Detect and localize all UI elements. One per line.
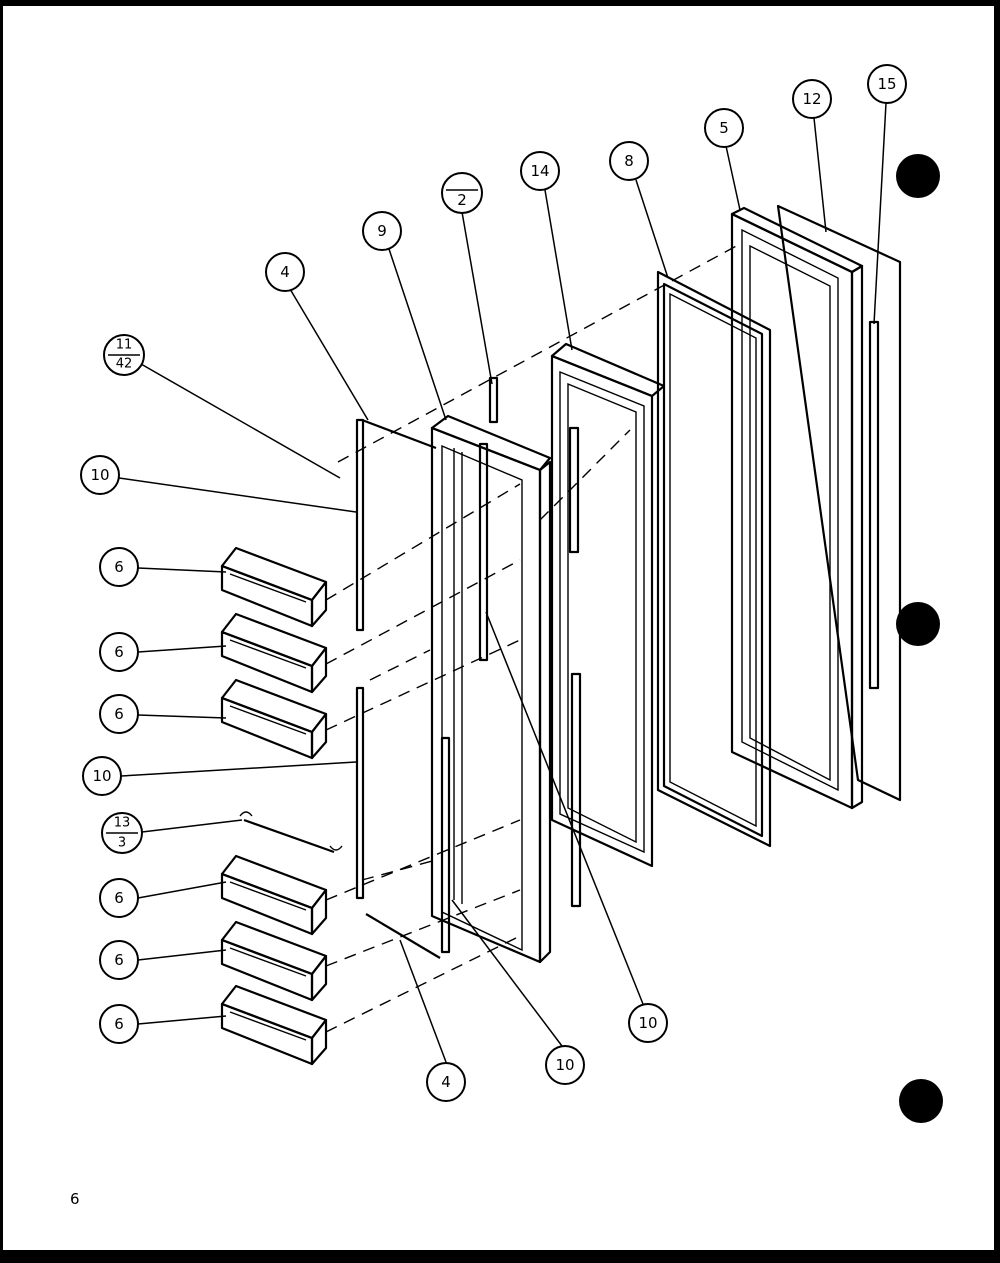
svg-text:6: 6 <box>114 889 124 907</box>
svg-text:15: 15 <box>877 75 896 93</box>
binder-hole-bottom <box>899 1079 943 1123</box>
svg-text:6: 6 <box>114 558 124 576</box>
leader-lines <box>118 102 887 1063</box>
assembly-lines <box>325 243 741 1033</box>
callout-11-42-bottom: 42 <box>116 357 133 372</box>
part-4-bar-top <box>361 418 437 450</box>
callout-10-a: 10 <box>80 455 120 495</box>
callout-10-d: 10 <box>628 1003 668 1043</box>
part-10-rail-upper <box>355 418 365 632</box>
callout-4-top: 4 <box>265 252 305 292</box>
part-9-door-liner <box>430 376 552 964</box>
svg-text:13: 13 <box>114 816 131 831</box>
callout-9: 9 <box>362 211 402 251</box>
callout-6-c: 6 <box>99 694 139 734</box>
svg-text:8: 8 <box>624 152 634 170</box>
svg-text:10: 10 <box>92 767 111 785</box>
svg-text:5: 5 <box>719 119 729 137</box>
callout-11-42: 11 42 <box>103 334 145 376</box>
shelf-bin-2 <box>220 612 328 694</box>
part-14-liner <box>550 342 666 908</box>
part-10-rail-lower <box>355 686 365 900</box>
binder-hole-middle <box>896 602 940 646</box>
callout-11-42-top: 11 <box>116 338 133 353</box>
part-15-strip <box>868 320 880 690</box>
svg-text:6: 6 <box>114 643 124 661</box>
svg-text:10: 10 <box>90 466 109 484</box>
svg-text:4: 4 <box>280 263 290 281</box>
shelf-bin-5 <box>220 920 328 1002</box>
part-12-panel <box>776 204 902 802</box>
callout-10-b: 10 <box>82 756 122 796</box>
callout-5: 5 <box>704 108 744 148</box>
svg-text:10: 10 <box>555 1056 574 1074</box>
callout-6-f: 6 <box>99 1004 139 1044</box>
part-5-door-panel <box>730 206 864 810</box>
shelf-bin-1 <box>220 546 328 628</box>
callout-6-b: 6 <box>99 632 139 672</box>
svg-text:14: 14 <box>530 162 549 180</box>
callout-14: 14 <box>520 151 560 191</box>
svg-text:6: 6 <box>114 1015 124 1033</box>
shelf-bin-6 <box>220 984 328 1066</box>
callout-13-3: 13 3 <box>101 812 143 854</box>
shelf-bin-3 <box>220 678 328 760</box>
callout-6-d: 6 <box>99 878 139 918</box>
callout-12: 12 <box>792 79 832 119</box>
svg-text:6: 6 <box>114 705 124 723</box>
svg-text:2: 2 <box>457 191 467 209</box>
callout-2: 2 <box>441 172 483 214</box>
svg-text:12: 12 <box>802 90 821 108</box>
callout-8: 8 <box>609 141 649 181</box>
part-8-gasket <box>656 270 772 848</box>
binder-hole-top <box>896 154 940 198</box>
svg-text:10: 10 <box>638 1014 657 1032</box>
svg-text:3: 3 <box>118 836 126 851</box>
svg-text:6: 6 <box>114 951 124 969</box>
callout-10-c: 10 <box>545 1045 585 1085</box>
svg-text:9: 9 <box>377 222 387 240</box>
part-13-bracket <box>239 811 343 854</box>
callout-15: 15 <box>867 64 907 104</box>
svg-text:4: 4 <box>441 1073 451 1091</box>
callout-6-e: 6 <box>99 940 139 980</box>
page-number: 6 <box>70 1190 80 1208</box>
shelf-bin-4 <box>220 854 328 936</box>
callout-6-a: 6 <box>99 547 139 587</box>
callout-4-bottom: 4 <box>426 1062 466 1102</box>
